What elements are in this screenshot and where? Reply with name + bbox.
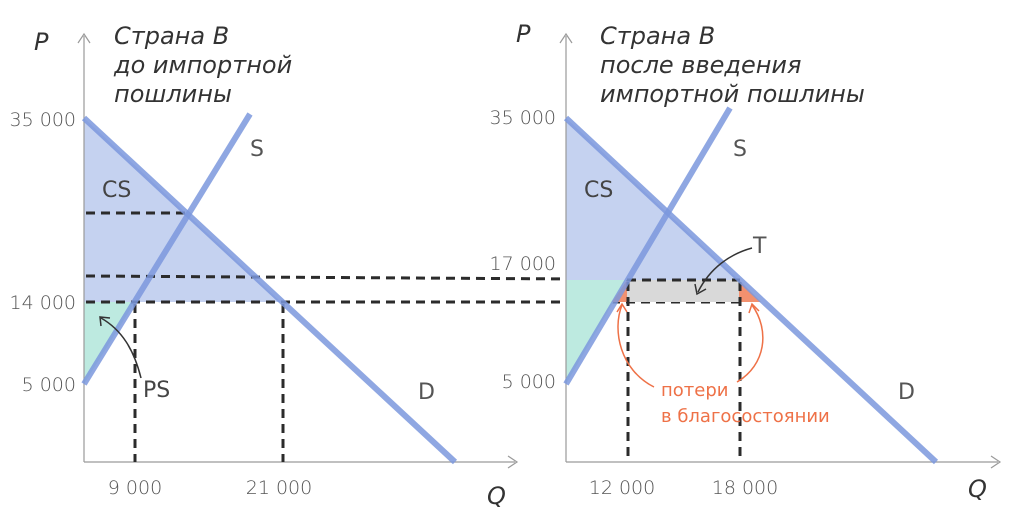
right-t-label: T bbox=[752, 234, 767, 259]
left-cs-label: CS bbox=[102, 178, 131, 203]
right-loss-label-line-1: потери bbox=[661, 380, 728, 401]
right-title-line-3: импортной пошлины bbox=[600, 80, 865, 108]
right-t-arrowhead-icon bbox=[694, 283, 707, 296]
right-y-tick-35000: 35 000 bbox=[490, 107, 556, 129]
left-title-line-3: пошлины bbox=[114, 80, 232, 108]
right-y-tick-5000: 5 000 bbox=[502, 371, 556, 393]
right-loss-arrowhead-left-icon bbox=[616, 302, 628, 313]
right-x-axis-label: Q bbox=[968, 475, 987, 503]
right-title-line-2: после введения bbox=[600, 51, 801, 79]
left-y-axis-label: P bbox=[34, 28, 49, 56]
left-x-axis-label: Q bbox=[487, 482, 506, 510]
right-loss-arrow-right-icon bbox=[736, 304, 764, 383]
left-ps-arrow-icon bbox=[100, 317, 142, 379]
left-y-axis-arrow-icon bbox=[77, 32, 91, 44]
right-y-tick-17000: 17 000 bbox=[490, 253, 556, 275]
left-y-tick-35000: 35 000 bbox=[10, 109, 76, 131]
left-x-tick-9000: 9 000 bbox=[108, 477, 162, 499]
right-supply-curve bbox=[563, 106, 733, 386]
left-title-line-1: Страна В bbox=[114, 22, 229, 50]
right-cs-label: CS bbox=[584, 178, 613, 203]
left-y-tick-5000: 5 000 bbox=[22, 374, 76, 396]
right-y-axis-arrow-icon bbox=[559, 32, 573, 44]
left-ps-arrowhead-icon bbox=[99, 316, 111, 327]
left-title-line-2: до импортной bbox=[113, 51, 292, 79]
right-d-label: D bbox=[898, 380, 915, 405]
left-ps-label: PS bbox=[143, 378, 170, 403]
right-s-label: S bbox=[733, 137, 747, 162]
left-d-label: D bbox=[418, 380, 435, 405]
right-x-tick-18000: 18 000 bbox=[712, 477, 778, 499]
right-x-axis-arrow-icon bbox=[990, 455, 1002, 469]
left-s-label: S bbox=[250, 137, 264, 162]
right-loss-arrow-left-icon bbox=[617, 304, 655, 388]
right-loss-label-line-2: в благосостоянии bbox=[661, 406, 830, 427]
right-tariff-area bbox=[627, 280, 739, 302]
left-x-tick-21000: 21 000 bbox=[246, 477, 312, 499]
right-y-axis-label: P bbox=[516, 20, 531, 48]
left-chart: P Q Страна В до импортной пошлины 35 000… bbox=[10, 22, 741, 510]
right-title-line-1: Страна В bbox=[600, 22, 715, 50]
left-demand-curve bbox=[81, 115, 458, 465]
left-supply-curve bbox=[81, 112, 253, 386]
left-y-tick-14000: 14 000 bbox=[10, 292, 76, 314]
right-t-arrow-icon bbox=[697, 247, 753, 293]
right-x-tick-12000: 12 000 bbox=[589, 477, 655, 499]
left-x-axis-arrow-icon bbox=[507, 455, 519, 469]
right-loss-arrowhead-right-icon bbox=[748, 302, 760, 314]
right-chart: P Q Страна В после введения импортной по… bbox=[490, 20, 1002, 503]
right-demand-curve bbox=[563, 115, 939, 465]
